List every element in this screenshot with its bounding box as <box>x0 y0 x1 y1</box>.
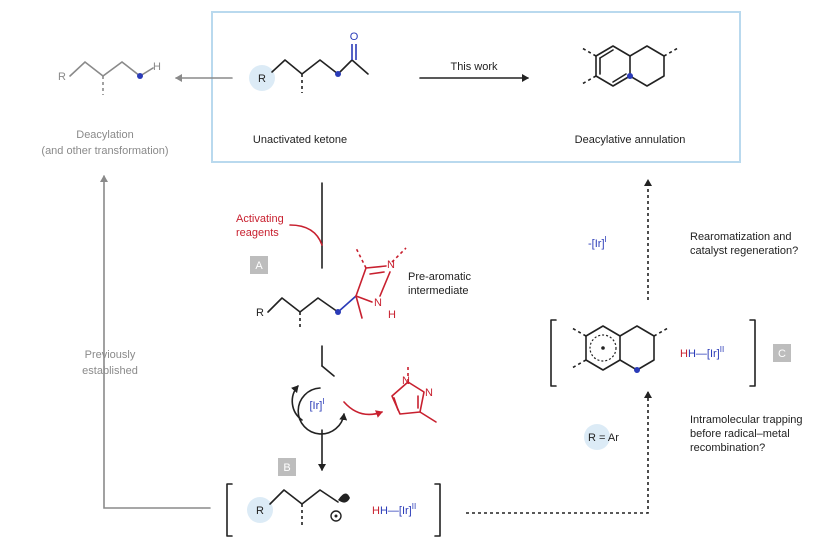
h-ir-ii-c-label: HH—[Ir]II <box>680 345 724 360</box>
r-highlight <box>249 65 275 91</box>
activating-curve <box>289 224 323 246</box>
radical-intermediate-structure: R <box>226 483 441 537</box>
previously-established-arrow <box>100 175 211 509</box>
intermediate-c-structure <box>550 319 756 387</box>
atom-r: R <box>256 307 264 319</box>
atom-n1: N <box>387 259 395 271</box>
deacylation-label: Deacylation <box>76 129 133 141</box>
this-work-box <box>211 11 741 163</box>
trapping-arrow <box>466 391 652 514</box>
annulation-product-structure <box>581 45 679 87</box>
activating-label: Activating <box>236 213 284 225</box>
ir-catalyst-label: [Ir]I <box>309 397 324 412</box>
catalyst-regeneration-label: catalyst regeneration? <box>690 245 798 257</box>
previously-label: Previously <box>85 349 136 361</box>
recombination-label: recombination? <box>690 442 765 454</box>
reagents-label: reagents <box>236 227 279 239</box>
this-work-label: This work <box>450 61 498 73</box>
badge-b <box>278 458 296 476</box>
pyrazole-release-arrow <box>343 401 383 418</box>
released-pyrazole-structure: N N <box>391 364 437 423</box>
other-transformation-label: (and other transformation) <box>41 145 168 157</box>
intermediate-label: intermediate <box>408 285 469 297</box>
atom-n2: N <box>425 387 433 399</box>
atom-n1: N <box>402 375 410 387</box>
atom-n2: N <box>374 297 382 309</box>
deacylation-product: R H <box>58 60 161 95</box>
atom-r: R <box>256 505 264 517</box>
deacylative-annulation-label: Deacylative annulation <box>575 134 686 146</box>
ir-catalytic-cycle <box>291 385 348 435</box>
badge-b-text: B <box>283 462 290 474</box>
r-highlight <box>247 497 273 523</box>
atom-r: R <box>258 73 266 85</box>
atom-r: R <box>58 71 66 83</box>
atom-o: O <box>350 31 359 43</box>
badge-a-text: A <box>255 260 263 272</box>
minus-ir-label: -[Ir]I <box>588 235 607 250</box>
h-ir-ii-b-label: HH—[Ir]II <box>372 502 416 517</box>
intramolecular-label: Intramolecular trapping <box>690 414 803 426</box>
pre-aromatic-label: Pre-aromatic <box>408 271 471 283</box>
pre-aromatic-intermediate-structure: R N N H <box>256 247 407 330</box>
before-radical-label: before radical–metal <box>690 428 790 440</box>
badge-c-text: C <box>778 348 786 360</box>
badge-a <box>250 256 268 274</box>
badge-c <box>773 344 791 362</box>
to-cycle-hook <box>321 365 335 377</box>
atom-h: H <box>388 309 396 321</box>
established-label: established <box>82 365 138 377</box>
r-ar-highlight <box>584 424 610 450</box>
atom-h: H <box>153 61 161 73</box>
r-ar-label: R = Ar <box>588 432 619 444</box>
unactivated-ketone-label: Unactivated ketone <box>253 134 347 146</box>
rearomatization-label: Rearomatization and <box>690 231 792 243</box>
unactivated-ketone-structure: R O <box>249 31 369 93</box>
